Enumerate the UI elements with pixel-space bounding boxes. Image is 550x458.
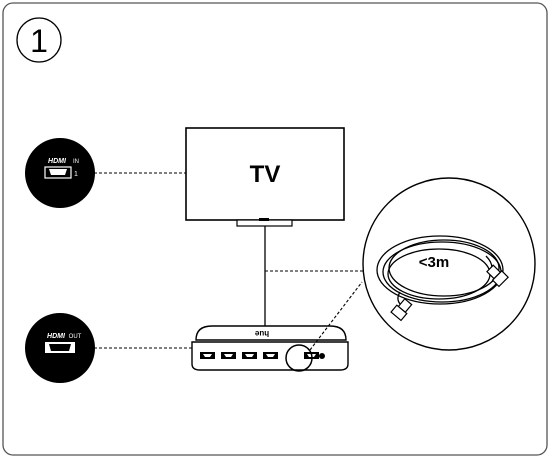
- step-number: 1: [30, 23, 48, 59]
- hub-logo: hue: [254, 329, 269, 338]
- hub-hdmi-in-port: [221, 352, 236, 359]
- hdmi-in-suffix: IN: [73, 159, 79, 165]
- cable-length-label: <3m: [419, 254, 449, 271]
- hdmi-out-port-icon: HDMI OUT: [25, 313, 95, 383]
- port-callout-line: [309, 281, 363, 351]
- hdmi-in-label: HDMI: [48, 158, 67, 165]
- hub-hdmi-in-port: [200, 352, 215, 359]
- hdmi-out-label: HDMI: [47, 333, 66, 340]
- step-badge: 1: [16, 17, 62, 63]
- hub-out-port-highlight: [285, 344, 313, 372]
- hdmi-in-port-icon: HDMI IN 1: [25, 138, 95, 208]
- hdmi-out-suffix: OUT: [69, 334, 82, 340]
- hdmi-in-port-number: 1: [74, 171, 78, 178]
- hub-power-jack: [319, 353, 325, 359]
- tv-label: TV: [250, 161, 281, 188]
- hdmi-cable-icon: <3m: [362, 177, 536, 351]
- hub-hdmi-in-port: [263, 352, 278, 359]
- hdmi-sync-box-icon: hue: [191, 325, 349, 371]
- tv-icon: TV: [185, 127, 345, 227]
- hub-hdmi-in-port: [242, 352, 257, 359]
